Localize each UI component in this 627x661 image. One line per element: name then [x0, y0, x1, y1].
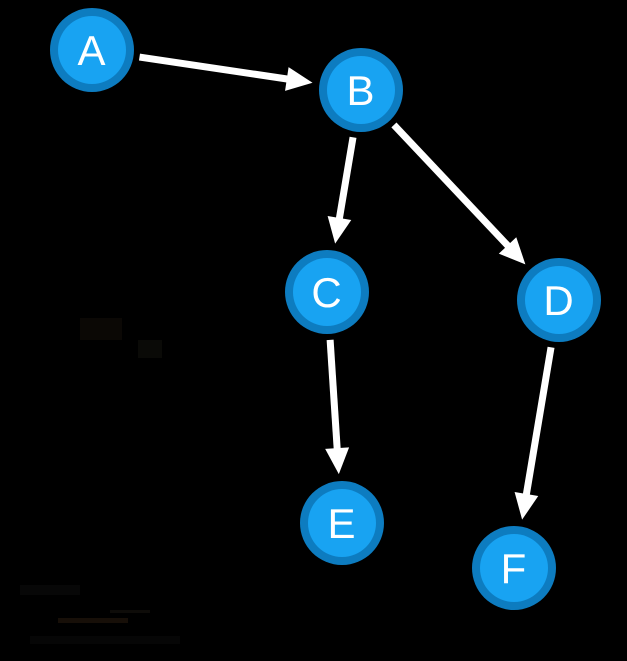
edge-A-B: [138, 53, 313, 91]
node-A[interactable]: A: [50, 8, 134, 92]
arrowhead-D-F: [514, 492, 539, 520]
node-label-E: E: [327, 500, 356, 547]
faint-artifact: [80, 318, 122, 340]
node-label-D: D: [543, 277, 574, 324]
edge-line-D-F: [522, 346, 555, 497]
faint-artifact: [20, 585, 80, 595]
node-fill-F: [480, 534, 548, 602]
node-label-A: A: [77, 27, 106, 74]
node-F[interactable]: F: [472, 526, 556, 610]
edge-C-E: [325, 339, 350, 475]
node-E[interactable]: E: [300, 481, 384, 565]
node-fill-B: [327, 56, 395, 124]
faint-artifact: [58, 618, 128, 623]
arrowhead-B-D: [498, 237, 526, 265]
edge-D-F: [514, 346, 555, 520]
node-fill-D: [525, 266, 593, 334]
node-C[interactable]: C: [285, 250, 369, 334]
node-fill-E: [308, 489, 376, 557]
node-label-F: F: [501, 545, 528, 592]
node-B[interactable]: B: [319, 48, 403, 132]
edge-B-C: [327, 136, 357, 244]
faint-artifact: [30, 636, 180, 644]
node-label-B: B: [346, 67, 375, 114]
node-label-C: C: [311, 269, 342, 316]
edge-line-C-E: [326, 339, 341, 451]
faint-artifact: [110, 610, 150, 613]
edge-line-A-B: [138, 53, 290, 83]
edge-line-B-C: [335, 136, 357, 221]
edge-B-D: [391, 122, 526, 265]
faint-artifact: [138, 340, 162, 358]
edge-line-B-D: [391, 122, 512, 250]
node-fill-C: [293, 258, 361, 326]
arrowhead-B-C: [327, 216, 352, 244]
arrowhead-A-B: [285, 67, 313, 91]
node-fill-A: [58, 16, 126, 84]
node-D[interactable]: D: [517, 258, 601, 342]
arrowhead-C-E: [325, 447, 350, 475]
